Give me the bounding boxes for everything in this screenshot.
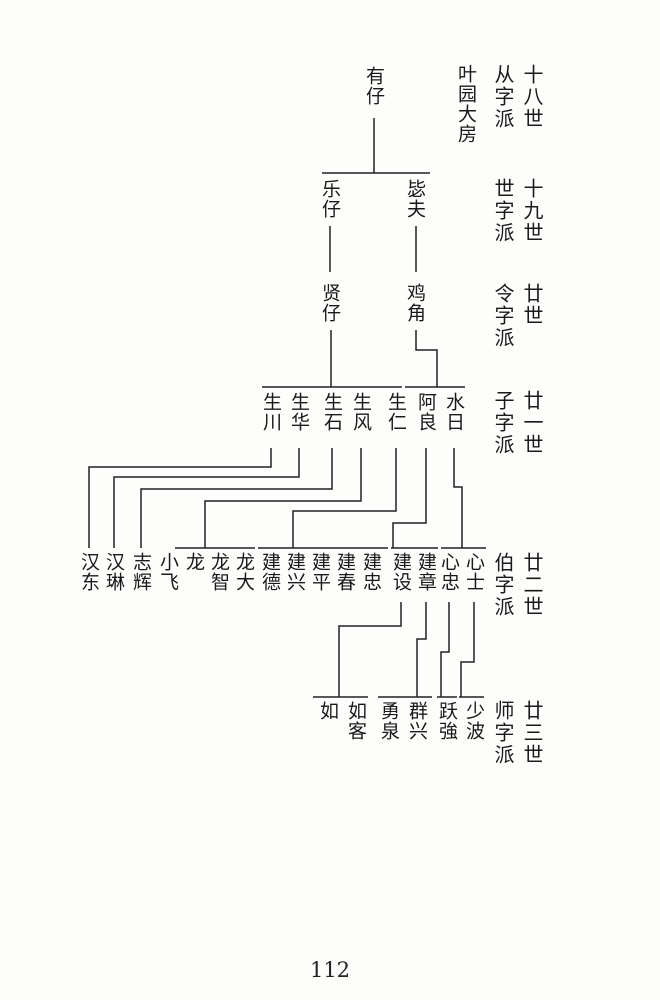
person-name: 建春 [334, 552, 356, 592]
generation-number: 十八世 [520, 64, 544, 130]
generation-pai: 从字派 [491, 64, 515, 130]
person-name: 水日 [443, 392, 465, 432]
person-name: 龙智 [208, 552, 230, 592]
person-name: 汉东 [78, 552, 100, 592]
person-name: 有仔 [363, 66, 385, 106]
person-name: 心忠 [438, 552, 460, 592]
person-name: 志辉 [130, 552, 152, 592]
lineage-line [88, 448, 272, 548]
person-name: 建设 [390, 552, 412, 592]
person-name: 生风 [350, 392, 372, 432]
lineage-line [338, 602, 402, 697]
person-name: 贤仔 [319, 283, 341, 323]
generation-number: 廿一世 [520, 390, 544, 456]
person-name: 生仁 [385, 392, 407, 432]
person-name: 跃強 [436, 701, 458, 741]
generation-pai: 伯字派 [491, 552, 515, 618]
person-name: 乐仔 [319, 179, 341, 219]
generation-number: 廿二世 [520, 552, 544, 618]
lineage-line [440, 602, 450, 697]
person-name: 生石 [321, 392, 343, 432]
lineage-line [113, 448, 300, 548]
person-name: 阿良 [415, 392, 437, 432]
lineage-line [392, 448, 427, 548]
lineage-line [140, 448, 333, 548]
person-name: 心士 [463, 552, 485, 592]
person-name: 建忠 [360, 552, 382, 592]
lineage-line [453, 448, 463, 548]
person-name: 生川 [260, 392, 282, 432]
person-name: 建平 [309, 552, 331, 592]
person-name: 群兴 [406, 701, 428, 741]
generation-pai: 子字派 [491, 390, 515, 456]
lineage-line [416, 602, 427, 697]
lineage-line [204, 448, 362, 548]
person-name: 如 [317, 701, 339, 721]
person-name: 建德 [259, 552, 281, 592]
generation-number: 十九世 [520, 178, 544, 244]
lineage-line [415, 330, 438, 387]
person-name: 龙大 [233, 552, 255, 592]
branch-label: 叶园大房 [455, 64, 477, 144]
generation-number: 廿三世 [520, 700, 544, 766]
person-name: 毖夫 [404, 179, 426, 219]
page-number: 112 [309, 958, 351, 982]
person-name: 汉琳 [103, 552, 125, 592]
generation-pai: 世字派 [491, 178, 515, 244]
generation-pai: 师字派 [491, 700, 515, 766]
person-name: 小飞 [157, 552, 179, 592]
person-name: 如客 [345, 701, 367, 741]
person-name: 少波 [463, 701, 485, 741]
person-name: 建兴 [284, 552, 306, 592]
generation-number: 廿世 [520, 283, 544, 327]
person-name: 建章 [415, 552, 437, 592]
generation-pai: 令字派 [491, 283, 515, 349]
lineage-line [460, 602, 475, 697]
lineage-line [292, 448, 397, 548]
person-name: 勇泉 [378, 701, 400, 741]
person-name: 鸡角 [404, 283, 426, 323]
person-name: 生华 [288, 392, 310, 432]
person-name: 龙 [183, 552, 205, 572]
